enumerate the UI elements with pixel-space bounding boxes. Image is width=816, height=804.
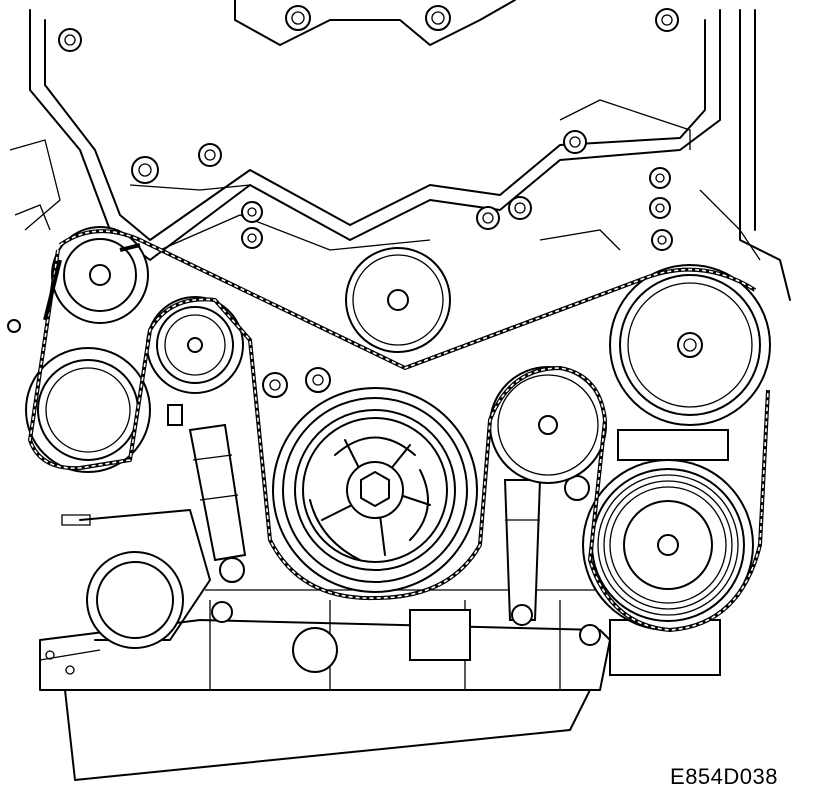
oil-pan — [39, 589, 721, 781]
water-pump-pulley — [345, 247, 451, 353]
power-steering-pulley — [609, 264, 771, 426]
ac-compressor-pulley — [582, 429, 754, 631]
lower-left-pulley — [61, 509, 211, 649]
figure-reference-code: E854D038 — [670, 764, 778, 789]
timing-cover — [9, 0, 791, 301]
drive-belt-lower — [28, 243, 770, 632]
drive-belt-upper — [58, 229, 757, 370]
lower-left-large-pulley — [25, 347, 151, 473]
crankshaft-pulley — [272, 387, 478, 593]
left-tensioner — [167, 404, 247, 583]
alternator-pulley — [146, 296, 244, 394]
right-tensioner — [503, 475, 590, 626]
cover-bolts — [7, 5, 679, 398]
